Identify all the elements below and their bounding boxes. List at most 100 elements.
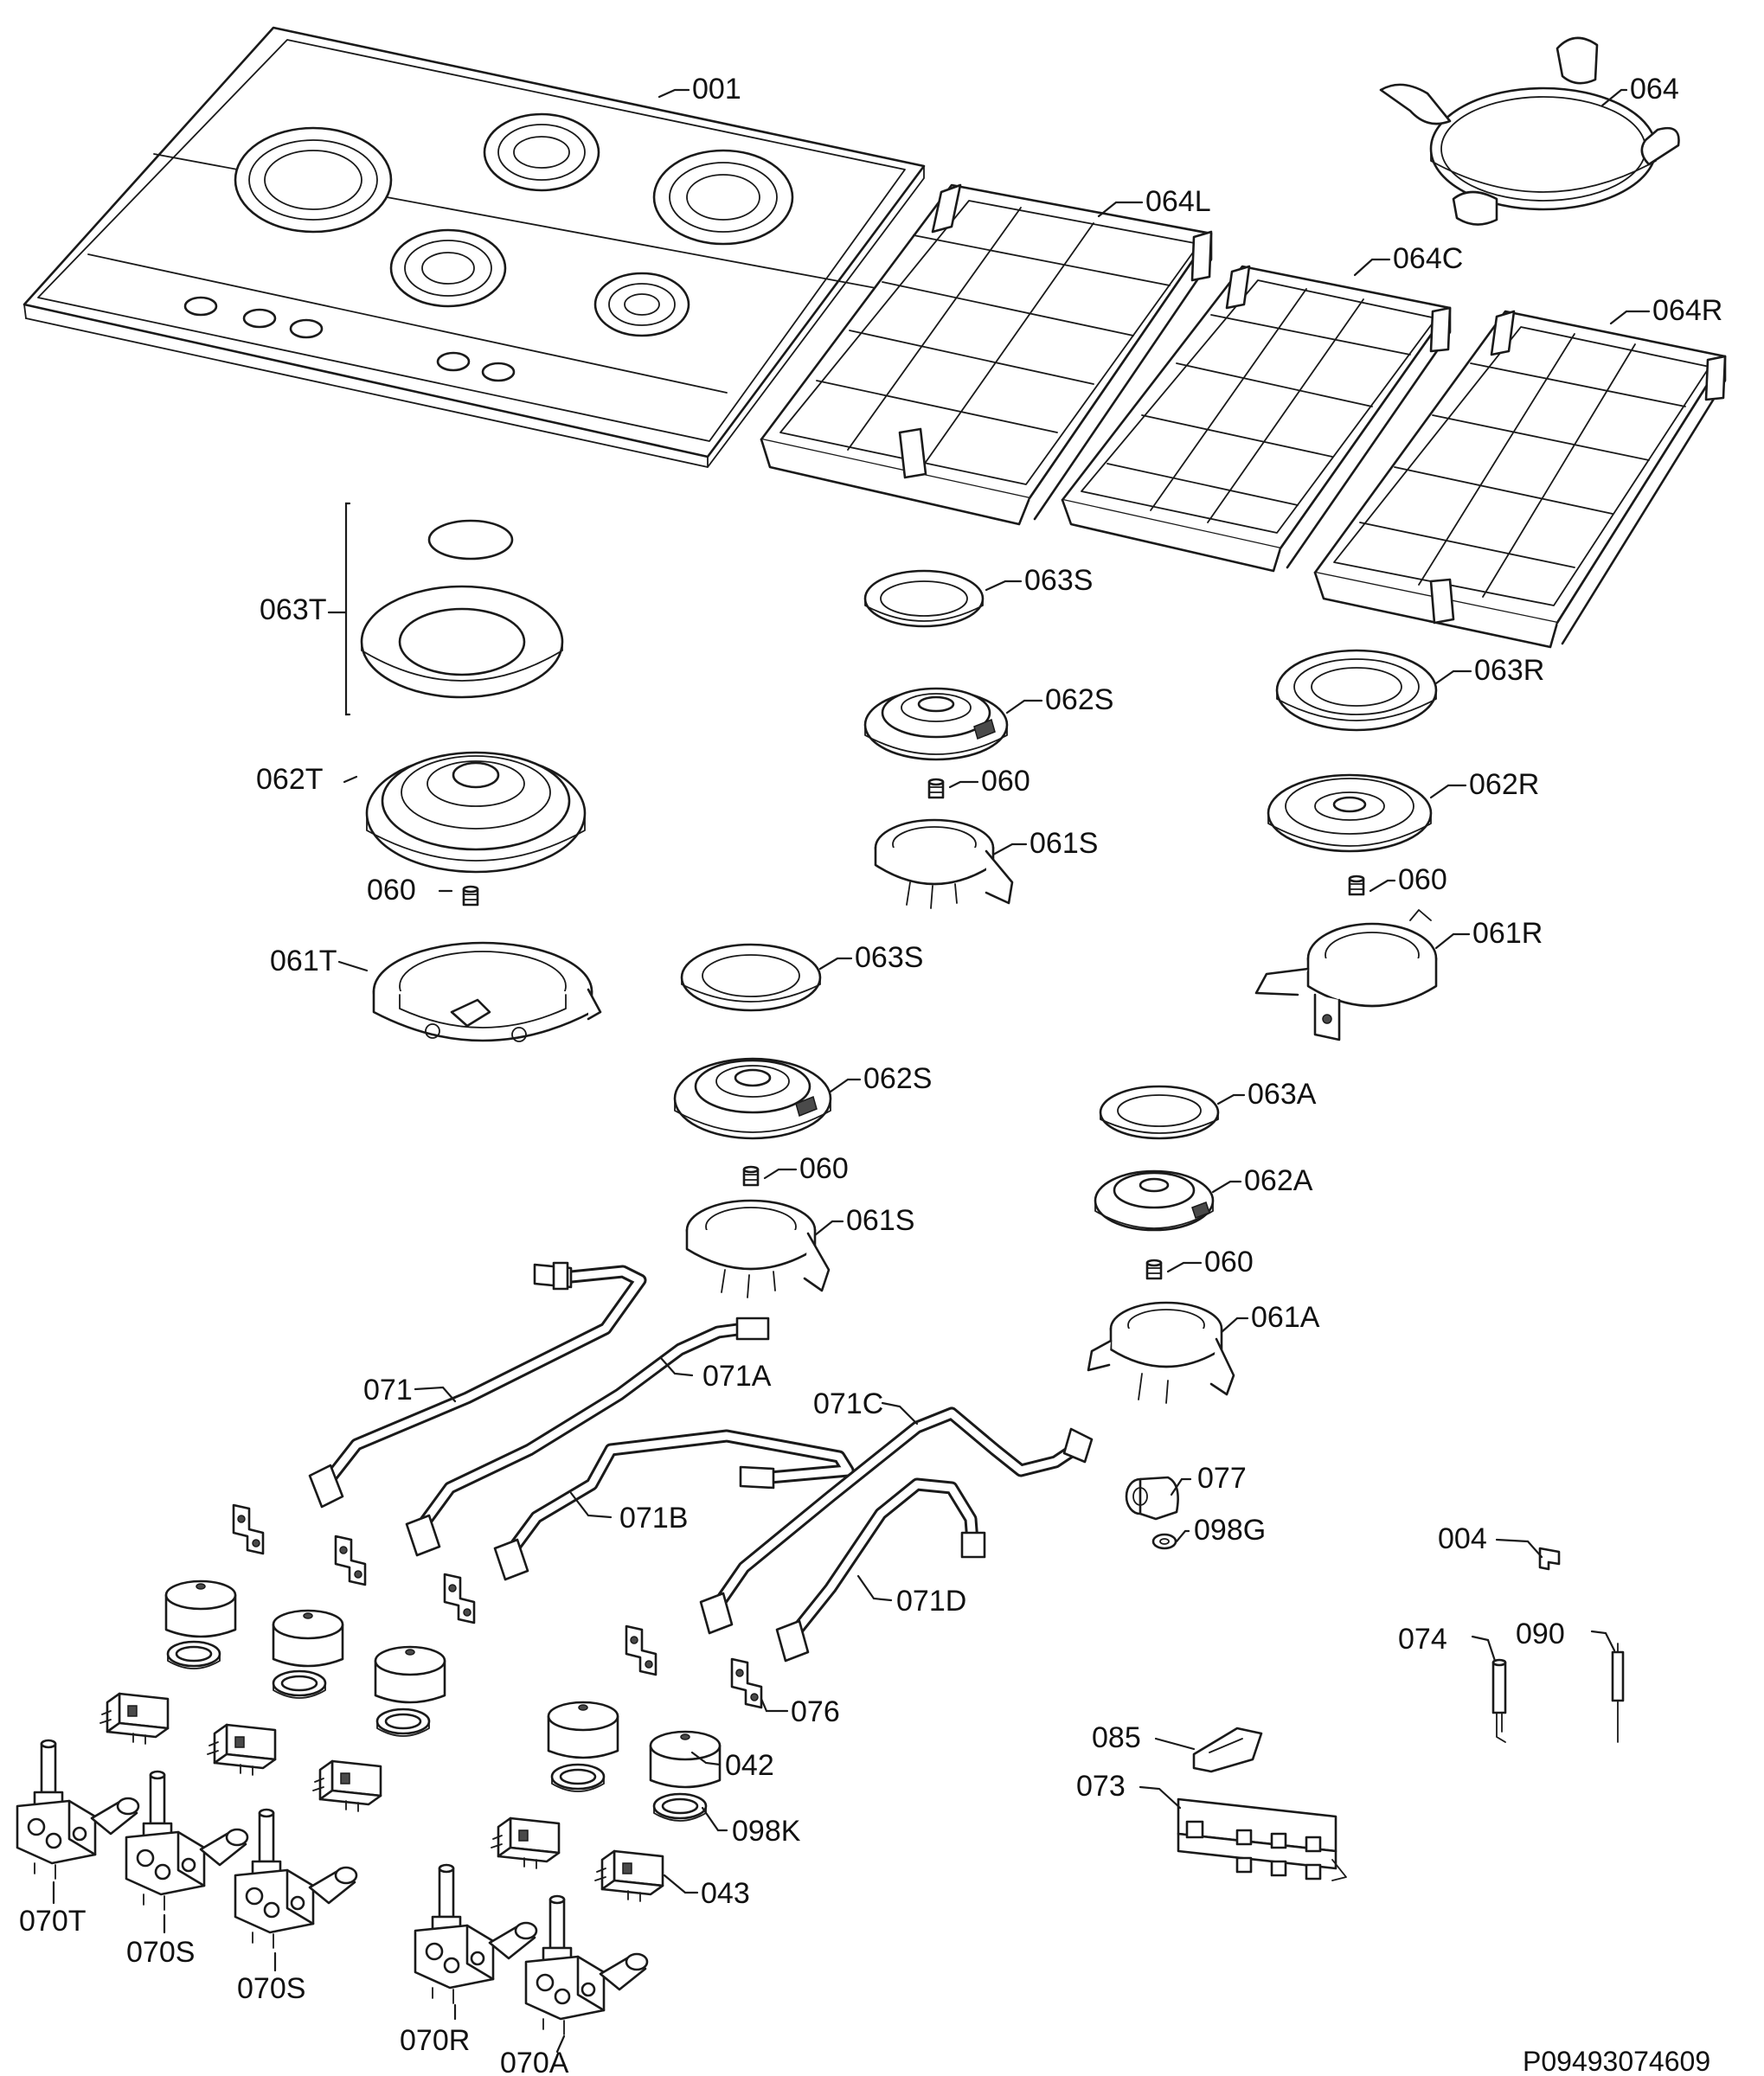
burner-cap-063S-mid <box>680 943 822 1012</box>
knob-cap-042-2 <box>272 1609 344 1668</box>
label-071: 071 <box>363 1374 413 1406</box>
label-063R: 063R <box>1474 654 1544 687</box>
knob-cap-042-1 <box>164 1579 237 1638</box>
bracket-076-3 <box>443 1573 476 1624</box>
knob-ring-098K-4 <box>550 1763 606 1793</box>
bracket-076-2 <box>334 1535 367 1586</box>
gas-valve-070S-a <box>125 1770 249 1912</box>
label-090: 090 <box>1516 1618 1565 1650</box>
flame-spreader-062R <box>1267 773 1433 853</box>
microswitch-043-5 <box>593 1849 664 1903</box>
injector-060-b <box>927 778 945 799</box>
label-064: 064 <box>1630 73 1679 106</box>
injector-060-d <box>742 1165 760 1187</box>
label-060-b: 060 <box>981 765 1030 798</box>
microswitch-043-2 <box>206 1723 277 1777</box>
label-004: 004 <box>1438 1522 1487 1555</box>
label-001: 001 <box>692 73 741 106</box>
flame-spreader-062T <box>365 751 587 874</box>
label-064C: 064C <box>1393 242 1463 275</box>
gas-pipe-071C <box>699 1406 1094 1635</box>
bracket-076-5 <box>730 1657 763 1709</box>
knob-cap-042-5 <box>649 1730 722 1789</box>
label-071A: 071A <box>702 1360 772 1393</box>
label-060-a: 060 <box>367 874 416 907</box>
label-061A: 061A <box>1251 1301 1320 1334</box>
injector-060-c <box>1348 875 1365 896</box>
leader-lines <box>52 88 1651 2054</box>
label-060-d: 060 <box>799 1152 849 1185</box>
thermocouple-074 <box>1491 1658 1507 1743</box>
burner-cup-061S-mid <box>685 1199 831 1298</box>
label-085: 085 <box>1092 1721 1141 1754</box>
part-labels: 001 064 064L 064C 064R 063T 062T 060 061… <box>19 73 1722 2076</box>
label-070R: 070R <box>400 2024 470 2057</box>
gas-pipe-071 <box>308 1261 647 1509</box>
label-062S-top: 062S <box>1045 683 1113 716</box>
spark-generator-073 <box>1177 1797 1347 1881</box>
knob-ring-098K-5 <box>652 1792 708 1823</box>
gas-valve-070T <box>16 1739 140 1881</box>
flame-spreader-062S-mid <box>673 1057 832 1140</box>
burner-cup-061R <box>1254 909 1438 1041</box>
label-076: 076 <box>791 1695 840 1728</box>
bracket-076-1 <box>232 1503 265 1555</box>
flame-spreader-062A <box>1094 1169 1215 1232</box>
label-077: 077 <box>1197 1462 1247 1495</box>
pan-support-064C <box>1061 265 1452 573</box>
label-043: 043 <box>701 1877 750 1910</box>
gas-pipe-071A <box>405 1317 770 1557</box>
clip-004 <box>1538 1547 1561 1571</box>
label-061S-mid: 061S <box>846 1204 914 1237</box>
label-070A: 070A <box>500 2047 569 2076</box>
label-063T: 063T <box>260 593 327 626</box>
burner-cap-063S-top <box>863 569 985 628</box>
label-061R: 061R <box>1472 917 1543 950</box>
ignition-electrode-090 <box>1611 1643 1625 1743</box>
label-071C: 071C <box>813 1387 883 1420</box>
knob-ring-098K-3 <box>375 1708 431 1738</box>
microswitch-043-4 <box>490 1816 561 1870</box>
bracket-076-4 <box>625 1624 657 1676</box>
knob-cap-042-4 <box>547 1701 619 1759</box>
cable-clamp-085 <box>1192 1727 1263 1773</box>
label-060-c: 060 <box>1398 863 1447 896</box>
gas-pipe-071B <box>493 1429 855 1581</box>
label-062T: 062T <box>256 763 324 796</box>
label-064L: 064L <box>1145 185 1211 218</box>
burner-cup-061A <box>1087 1301 1235 1404</box>
label-062R: 062R <box>1469 768 1539 801</box>
knob-cap-042-3 <box>374 1645 446 1704</box>
label-061S-top: 061S <box>1030 827 1098 860</box>
label-063A: 063A <box>1248 1078 1317 1111</box>
pan-support-064R <box>1313 310 1727 649</box>
knob-ring-098K-2 <box>272 1669 327 1700</box>
knob-ring-098K-1 <box>166 1640 221 1670</box>
label-063S-top: 063S <box>1024 564 1093 597</box>
injector-060-e <box>1145 1259 1163 1280</box>
label-098G: 098G <box>1194 1514 1266 1547</box>
label-062S-mid: 062S <box>863 1062 932 1095</box>
label-070S-b: 070S <box>237 1972 305 2005</box>
label-074: 074 <box>1398 1623 1447 1656</box>
gas-pipe-071D <box>775 1477 986 1663</box>
microswitch-043-1 <box>99 1692 170 1746</box>
burner-cup-061T <box>372 941 602 1042</box>
drawing-code: P09493074609 <box>1523 2046 1710 2076</box>
label-064R: 064R <box>1652 294 1722 327</box>
label-070S-a: 070S <box>126 1936 195 1969</box>
gas-valve-070A <box>524 1894 649 2036</box>
burner-cap-063R <box>1275 649 1438 732</box>
injector-060-a <box>462 885 479 907</box>
washer-098G <box>1151 1533 1177 1550</box>
label-098K: 098K <box>732 1815 801 1848</box>
wok-ring-064 <box>1379 36 1680 226</box>
burner-cap-063T <box>344 502 564 716</box>
label-063S-mid: 063S <box>855 941 923 974</box>
hob-top-001 <box>22 26 926 468</box>
burner-cup-061S-top <box>874 818 1014 909</box>
label-061T: 061T <box>270 945 337 977</box>
label-060-e: 060 <box>1204 1246 1254 1278</box>
elbow-fitting-077 <box>1125 1476 1179 1521</box>
label-042: 042 <box>725 1749 774 1782</box>
